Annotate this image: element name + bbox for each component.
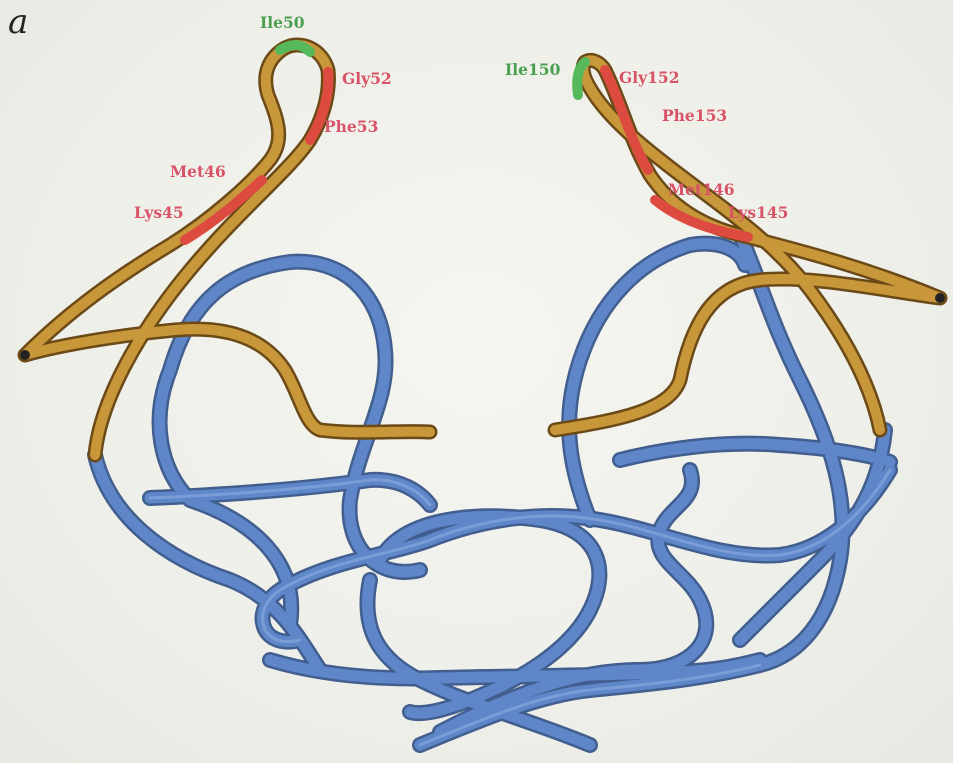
left-flap-loop (20, 45, 430, 455)
label-phe153: Phe153 (662, 106, 727, 125)
label-met146: Met146 (668, 180, 735, 199)
right-flap-loop (555, 60, 945, 430)
label-ile150: Ile150 (505, 60, 561, 79)
label-phe53: Phe53 (324, 117, 378, 136)
label-lys145: Lys145 (728, 203, 788, 222)
label-lys45: Lys45 (134, 203, 184, 222)
label-gly52: Gly52 (342, 69, 392, 88)
label-met46: Met46 (170, 162, 226, 181)
blue-core-strands (95, 235, 890, 745)
label-gly152: Gly152 (619, 68, 680, 87)
label-ile50: Ile50 (260, 13, 305, 32)
